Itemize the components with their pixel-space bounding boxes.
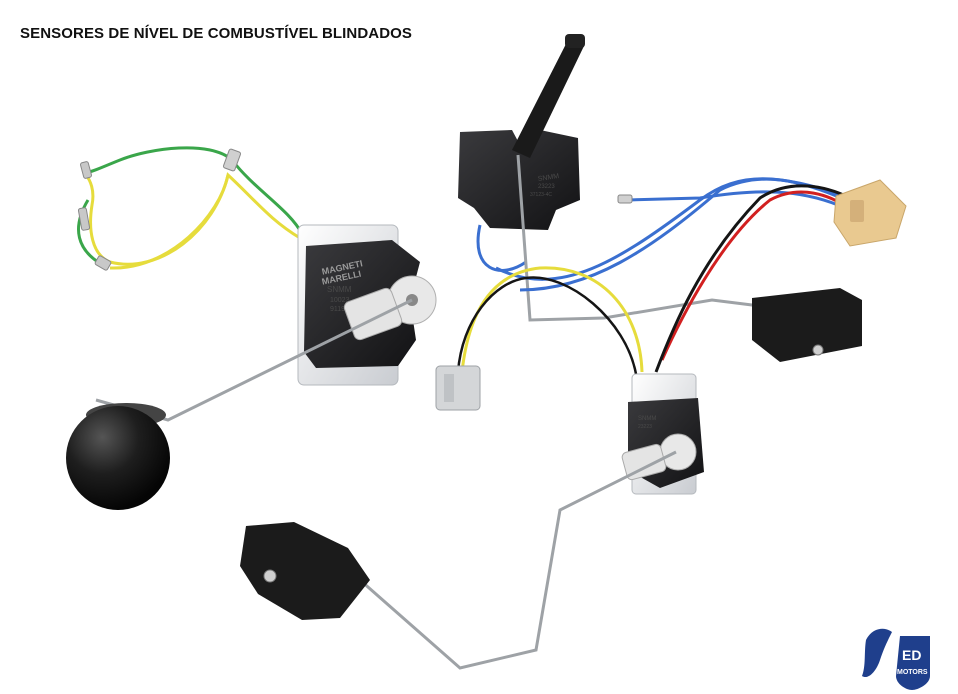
sensor-code: 23223	[638, 424, 652, 430]
ed-motors-logo: ED MOTORS	[862, 628, 930, 690]
float-rod	[359, 450, 677, 670]
grey-connector	[435, 365, 481, 411]
wire-black	[456, 276, 638, 375]
float-arm	[512, 40, 584, 158]
beige-connector	[833, 179, 907, 247]
float-block	[240, 522, 370, 620]
sensor-assembly-top: SNMM 23223 37123-4C	[458, 34, 907, 373]
wire-red	[660, 190, 849, 361]
sensor-model: SNMM	[537, 173, 559, 183]
wire-harness-center	[435, 266, 644, 411]
sensor-sub: 37123-4C	[530, 192, 552, 198]
wire-terminal	[223, 148, 241, 172]
wire-black	[654, 184, 851, 373]
page-title: SENSORES DE NÍVEL DE COMBUSTÍVEL BLINDAD…	[20, 25, 413, 42]
sensor-assembly-left: MAGNETI MARELLI SNMM 10023 9119	[66, 146, 437, 510]
ball-float	[66, 406, 170, 510]
sensor-code: 10023	[330, 297, 350, 304]
wire-terminal	[617, 194, 633, 204]
dragon-emblem	[862, 628, 892, 678]
wire-blue	[476, 224, 527, 272]
cam-gear	[621, 433, 697, 481]
sensor-model: SNMM	[638, 416, 656, 422]
sensor-sub: 9119	[330, 306, 345, 313]
wire-yellow	[84, 172, 301, 266]
logo-name: MOTORS	[897, 669, 928, 676]
sensor-assembly-right: SNMM 23223	[240, 373, 704, 670]
logo-initials: ED	[902, 647, 921, 663]
float-rod	[516, 154, 761, 322]
wire-green	[87, 146, 304, 235]
wire-terminal	[80, 161, 92, 179]
float-block	[752, 288, 862, 362]
wire-terminal	[94, 255, 112, 271]
sensor-model: SNMM	[327, 285, 352, 294]
sensor-code: 23223	[538, 184, 555, 190]
